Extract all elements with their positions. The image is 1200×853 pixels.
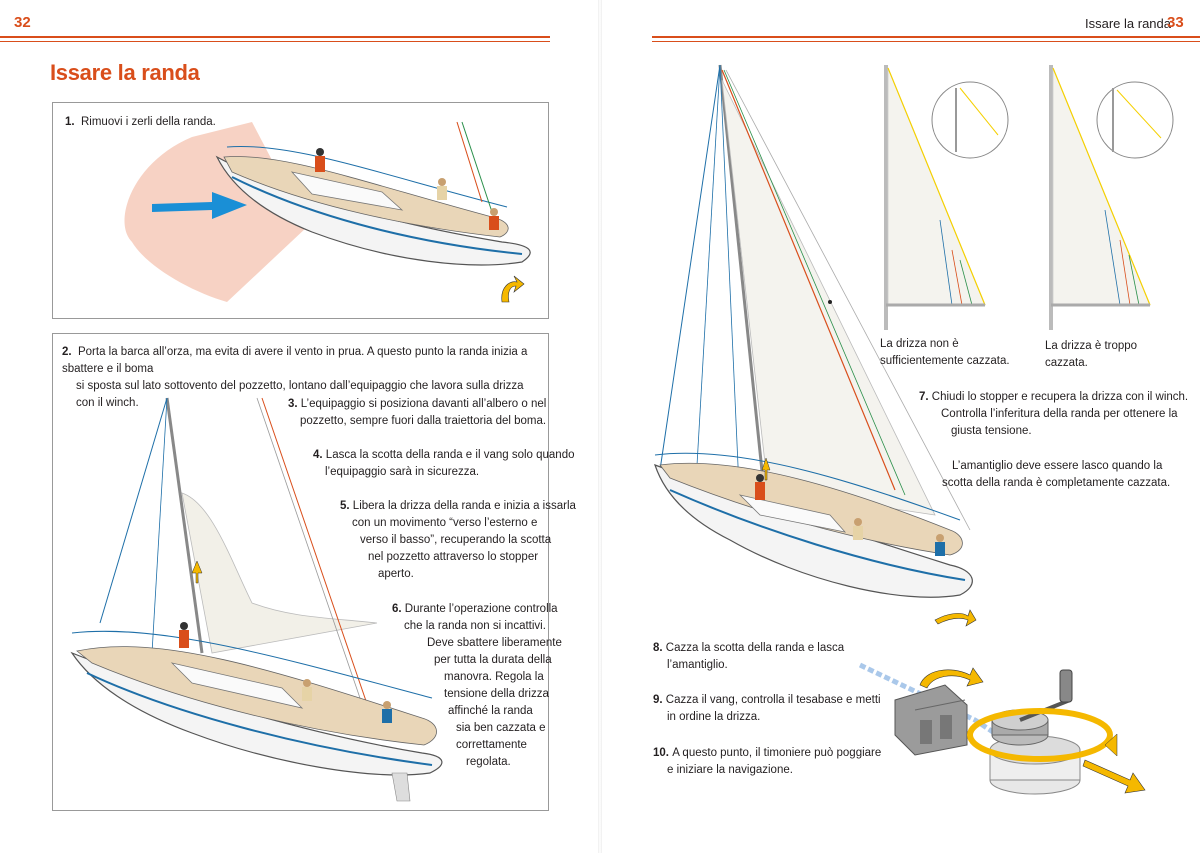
step5-number: 5. <box>340 500 350 512</box>
step6-line5: manovra. Regola la <box>444 671 544 683</box>
step4-line2: l’equipaggio sarà in sicurezza. <box>325 466 480 478</box>
step5-line1: Libera la drizza della randa e inizia a … <box>352 500 576 512</box>
step5-line4: nel pozzetto attraverso lo stopper <box>368 551 539 563</box>
step6-line8: sia ben cazzata e <box>456 722 546 734</box>
sail-detail-tight <box>1049 65 1174 330</box>
step6-line4: per tutta la durata della <box>434 654 552 666</box>
step1-number: 1. <box>65 116 75 128</box>
step6-line7: affinché la randa <box>448 705 533 717</box>
step8-text: 8. Cazza la scotta della randa e lasca l… <box>653 640 844 674</box>
step7-text: 7. Chiudi lo stopper e recupera la drizz… <box>919 389 1188 440</box>
step2-line1: Porta la barca all’orza, ma evita di ave… <box>62 346 528 375</box>
boat-illustration-3 <box>654 64 977 627</box>
boom-note-line2: scotta della randa è completamente cazza… <box>942 477 1171 489</box>
boom-note: L’amantiglio deve essere lasco quando la… <box>942 458 1170 492</box>
step9-number: 9. <box>653 694 663 706</box>
step5-text: 5. Libera la drizza della randa e inizia… <box>340 498 576 583</box>
pull-arrow-icon <box>1082 759 1146 794</box>
header-rule-right <box>652 36 1200 38</box>
boat-illustration-2 <box>70 397 443 802</box>
step4-text: 4. Lasca la scotta della randa e il vang… <box>313 447 575 481</box>
caption-loose-line2: sufficientemente cazzata. <box>880 355 1010 367</box>
step2-line2: si sposta sul lato sottovento del pozzet… <box>76 380 524 409</box>
boat-illustration-1 <box>124 121 531 303</box>
step7-line1: Chiudi lo stopper e recupera la drizza c… <box>931 391 1189 403</box>
step10-line1: A questo punto, il timoniere può poggiar… <box>672 747 882 759</box>
step9-text: 9. Cazza il vang, controlla il tesabase … <box>653 692 881 726</box>
header-rule-left-thin <box>0 41 550 42</box>
step4-line1: Lasca la scotta della randa e il vang so… <box>325 449 575 461</box>
step7-line3: giusta tensione. <box>951 425 1032 437</box>
step6-text: 6. Durante l’operazione controlla che la… <box>392 601 562 771</box>
running-head: Issare la randa <box>1085 16 1171 31</box>
page-title: Issare la randa <box>50 60 200 85</box>
step10-text: 10. A questo punto, il timoniere può pog… <box>653 745 881 779</box>
step1-label: Rimuovi i zerli della randa. <box>80 116 216 128</box>
rudder-arrow-icon-2 <box>934 609 977 627</box>
step10-number: 10. <box>653 747 669 759</box>
page-number-right: 33 <box>1167 14 1184 31</box>
step2-number: 2. <box>62 346 72 358</box>
sail-detail-loose <box>884 65 1009 330</box>
step10-line2: e iniziare la navigazione. <box>667 764 793 776</box>
wind-arrow-icon <box>152 192 247 219</box>
step8-number: 8. <box>653 642 663 654</box>
caption-tight-line1: La drizza è troppo <box>1045 340 1138 352</box>
winch-illustration <box>858 662 1146 795</box>
step5-line5: aperto. <box>378 568 414 580</box>
step6-line1: Durante l’operazione controlla <box>404 603 558 615</box>
caption-tight-line2: cazzata. <box>1045 357 1088 369</box>
caption-tight: La drizza è troppo cazzata. <box>1045 338 1137 372</box>
book-gutter <box>598 0 602 853</box>
stopper-arrow-icon <box>919 667 984 689</box>
header-rule-right-thin <box>652 41 1200 42</box>
step6-line10: regolata. <box>466 756 511 768</box>
step5-line2: con un movimento “verso l’esterno e <box>352 517 538 529</box>
step3-line1: L’equipaggio si posiziona davanti all’al… <box>300 398 547 410</box>
step5-line3: verso il basso”, recuperando la scotta <box>360 534 552 546</box>
step2-text: 2. Porta la barca all’orza, ma evita di … <box>62 344 542 412</box>
step3-line2: pozzetto, sempre fuori dalla traiettoria… <box>300 415 547 427</box>
step3-text: 3. L’equipaggio si posiziona davanti all… <box>288 396 546 430</box>
caption-loose: La drizza non è sufficientemente cazzata… <box>880 336 1010 370</box>
step7-line2: Controlla l’inferitura della randa per o… <box>941 408 1178 420</box>
step6-line2: che la randa non si incattivi. <box>404 620 546 632</box>
step3-number: 3. <box>288 398 298 410</box>
step7-number: 7. <box>919 391 929 403</box>
step6-number: 6. <box>392 603 402 615</box>
hoist-arrow-icon <box>191 560 203 584</box>
step6-line6: tensione della drizza <box>444 688 549 700</box>
header-rule-left <box>0 36 550 38</box>
caption-loose-line1: La drizza non è <box>880 338 959 350</box>
winch-rotation-arrow-icon <box>1104 733 1118 757</box>
step8-line1: Cazza la scotta della randa e lasca <box>665 642 845 654</box>
rudder-arrow-icon <box>501 275 525 303</box>
step4-number: 4. <box>313 449 323 461</box>
step1-text: 1. Rimuovi i zerli della randa. <box>65 114 216 131</box>
step9-line1: Cazza il vang, controlla il tesabase e m… <box>665 694 881 706</box>
page-number-left: 32 <box>14 14 31 31</box>
step8-line2: l’amantiglio. <box>667 659 728 671</box>
step9-line2: in ordine la drizza. <box>667 711 761 723</box>
step6-line3: Deve sbattere liberamente <box>427 637 562 649</box>
boom-note-line1: L’amantiglio deve essere lasco quando la <box>952 460 1163 472</box>
step6-line9: correttamente <box>456 739 527 751</box>
